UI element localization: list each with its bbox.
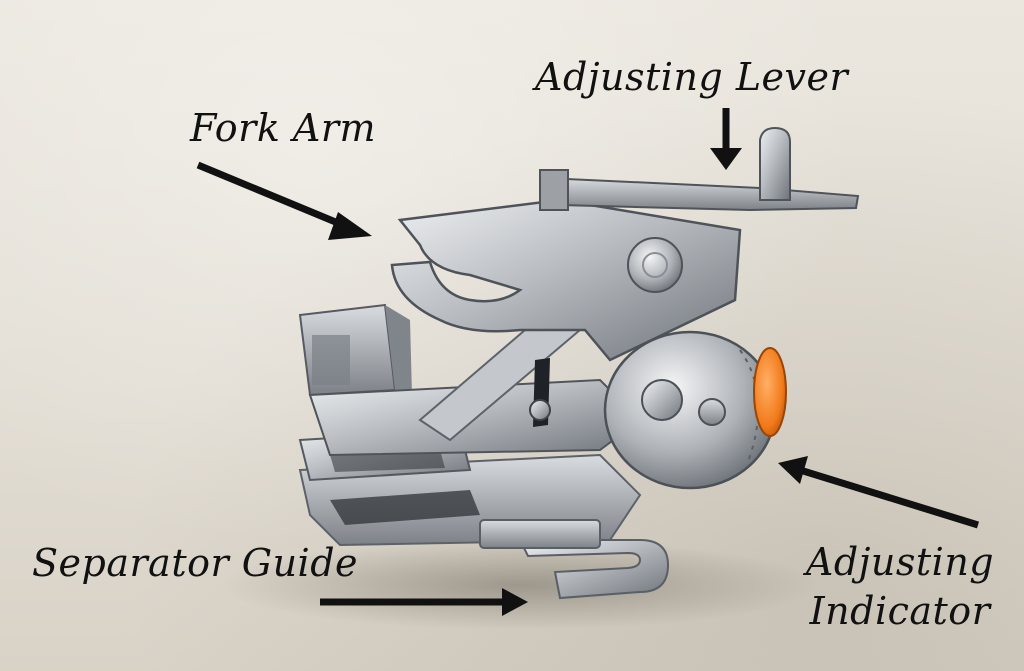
- spring-lever: [529, 358, 551, 427]
- callout-arrows: [196, 108, 980, 616]
- arrow-fork-arm: [196, 161, 352, 232]
- label-adjusting-lever: Adjusting Lever: [535, 55, 849, 99]
- separator-guide-part: [479, 519, 670, 600]
- arrowhead-separator-guide: [502, 588, 528, 616]
- shank-clamp: [298, 303, 412, 397]
- orange-adjusting-knob: [753, 347, 787, 437]
- arrowhead-adjusting-indicator: [778, 456, 808, 484]
- label-adjusting-indicator: Adjusting Indicator: [790, 538, 1010, 637]
- adjusting-lever-part: [539, 126, 860, 212]
- cast-shadow: [220, 540, 820, 630]
- adjusting-disc-part: [603, 330, 777, 490]
- label-fork-arm: Fork Arm: [190, 106, 377, 150]
- arrowhead-adjusting-lever: [710, 148, 742, 170]
- label-adjusting-indicator-line1: Adjusting: [805, 540, 995, 584]
- label-adjusting-indicator-line2: Indicator: [809, 589, 991, 634]
- label-separator-guide: Separator Guide: [32, 541, 359, 585]
- fork-arm-part: [390, 198, 742, 362]
- arrowhead-fork-arm: [328, 212, 372, 240]
- arrow-adjusting-indicator: [798, 466, 980, 529]
